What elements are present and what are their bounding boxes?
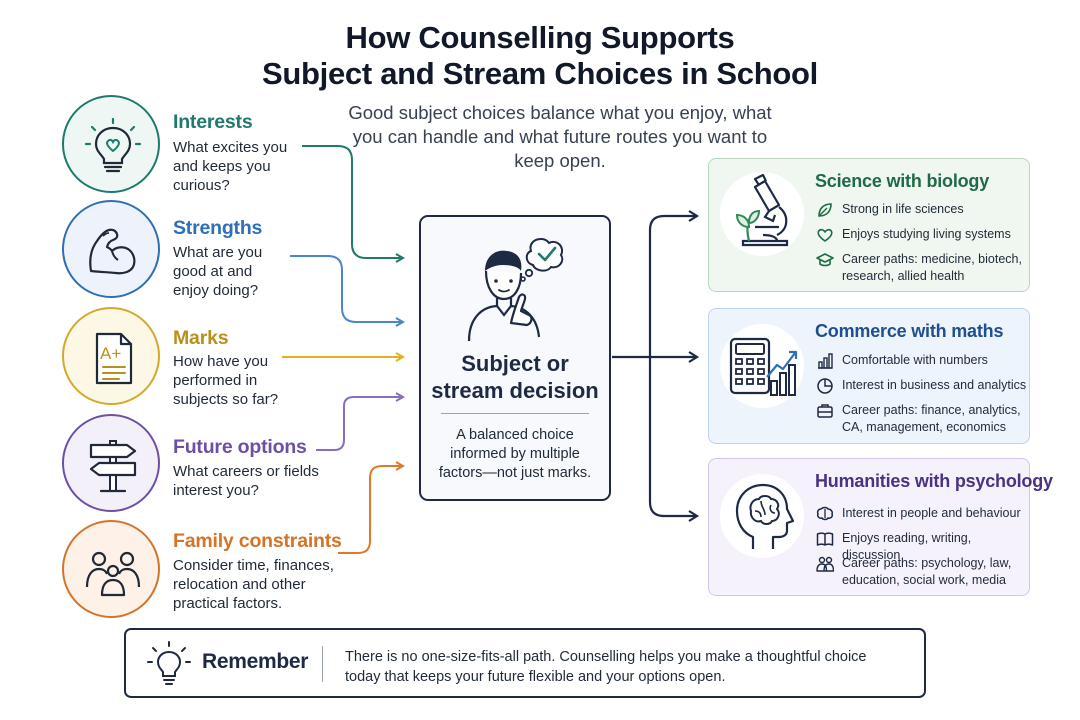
subtitle: Good subject choices balance what you en… — [348, 102, 772, 171]
arrow-family — [338, 466, 402, 554]
pie-chart-icon — [817, 378, 833, 394]
desc-line: informed by multiple — [450, 446, 580, 462]
desc-line: practical factors. — [173, 595, 283, 612]
lightbulb-heart-icon — [84, 117, 142, 173]
desc-line: relocation and other — [173, 576, 306, 593]
calculator-chart-icon — [720, 324, 804, 408]
people-icon — [816, 556, 834, 572]
stream-card-humanities: Humanities with psychology Interest in p… — [708, 458, 1053, 596]
brain-icon — [816, 506, 833, 521]
bullet-line: Career paths: psychology, law, — [842, 556, 1012, 570]
divider — [322, 646, 323, 682]
bullet-line: research, allied health — [842, 269, 965, 283]
head-brain-icon — [720, 474, 804, 558]
flexed-arm-icon — [89, 228, 136, 275]
desc-line: What are you — [173, 244, 263, 261]
microscope-icon — [720, 172, 804, 256]
desc-line: good at and — [173, 263, 253, 280]
factor-desc-strengths: What are you good at and enjoy doing? — [173, 243, 262, 300]
desc-line: and keeps you — [173, 158, 271, 175]
factor-desc-interests: What excites you and keeps you curious? — [173, 138, 287, 195]
marks-circle: A+ — [62, 307, 160, 405]
desc-line: curious? — [173, 177, 230, 194]
desc-line: factors—not just marks. — [438, 465, 592, 481]
interests-circle — [62, 95, 160, 193]
desc-line: What excites you — [173, 139, 288, 156]
factor-title-future-options: Future options — [173, 436, 307, 458]
factor-title-strengths: Strengths — [173, 217, 263, 239]
arrow-science — [648, 210, 700, 357]
desc-line: How have you — [173, 353, 269, 370]
decision-title: Subject or stream decision — [421, 350, 609, 404]
page-title: How Counselling Supports Subject and Str… — [0, 20, 1080, 92]
stream-card-commerce: Commerce with maths Comfortable with num… — [708, 308, 1030, 444]
family-icon — [85, 551, 141, 597]
arrow-future — [316, 397, 402, 451]
stream-title-science: Science with biology — [815, 171, 990, 191]
humanities-bullet-3: Career paths: psychology, law, education… — [842, 555, 1011, 589]
commerce-bullet-2: Interest in business and analytics — [842, 378, 1027, 392]
graded-paper-icon: A+ — [95, 332, 133, 385]
factor-title-marks: Marks — [173, 327, 229, 349]
remember-text: There is no one-size-fits-all path. Coun… — [345, 649, 867, 685]
science-bullet-2: Enjoys studying living systems — [842, 227, 1011, 241]
future-circle — [62, 414, 160, 512]
desc-line: interest you? — [173, 482, 259, 499]
family-circle — [62, 520, 160, 618]
desc-line: subjects so far? — [173, 391, 279, 408]
stream-card-science: Science with biology Strong in life scie… — [708, 158, 1030, 292]
decision-title-line: stream decision — [431, 378, 599, 403]
lightbulb-icon — [147, 641, 191, 685]
remember-label: Remember — [202, 650, 309, 673]
commerce-bullet-1: Comfortable with numbers — [842, 353, 988, 367]
desc-line: A balanced choice — [456, 427, 574, 443]
factor-desc-family-constraints: Consider time, finances, relocation and … — [173, 556, 334, 613]
humanities-bullet-1: Interest in people and behaviour — [842, 506, 1021, 520]
arrow-humanities — [648, 357, 700, 522]
title-line-2: Subject and Stream Choices in School — [262, 56, 818, 91]
desc-line: performed in — [173, 372, 258, 389]
desc-line: Consider time, finances, — [173, 557, 334, 574]
desc-line: What careers or fields — [173, 463, 319, 480]
briefcase-icon — [817, 404, 833, 418]
bullet-line: education, social work, media — [842, 573, 1006, 587]
decision-title-line: Subject or — [461, 351, 569, 376]
factor-title-family-constraints: Family constraints — [173, 530, 342, 552]
decision-description: A balanced choice informed by multiple f… — [421, 426, 609, 483]
strengths-circle — [62, 200, 160, 298]
desc-line: enjoy doing? — [173, 282, 259, 299]
bullet-line: Career paths: finance, analytics, — [842, 403, 1021, 417]
science-bullet-1: Strong in life sciences — [842, 202, 964, 216]
stream-title-humanities: Humanities with psychology — [815, 471, 1053, 491]
bullet-line: Career paths: medicine, biotech, — [842, 252, 1022, 266]
graduation-cap-icon — [816, 253, 834, 267]
science-bullet-3: Career paths: medicine, biotech, researc… — [842, 251, 1022, 285]
thinking-person-icon — [467, 237, 564, 342]
grade-label: A+ — [100, 344, 121, 363]
factor-desc-future-options: What careers or fields interest you? — [173, 462, 319, 500]
remember-banner: Remember There is no one-size-fits-all p… — [124, 628, 926, 698]
leaf-icon — [818, 203, 832, 217]
decision-box: Subject or stream decision A balanced ch… — [419, 215, 611, 501]
bar-chart-icon — [818, 353, 833, 369]
humanities-bullet-2: Enjoys reading, writing, discussion — [842, 531, 972, 562]
arrow-strengths — [290, 255, 402, 322]
title-line-1: How Counselling Supports — [345, 20, 735, 55]
arrow-interests — [302, 145, 402, 258]
factor-desc-marks: How have you performed in subjects so fa… — [173, 352, 278, 409]
divider — [441, 413, 589, 414]
book-icon — [816, 532, 834, 546]
signpost-icon — [89, 440, 137, 493]
bullet-line: CA, management, economics — [842, 420, 1006, 434]
factor-title-interests: Interests — [173, 111, 253, 133]
commerce-bullet-3: Career paths: finance, analytics, CA, ma… — [842, 402, 1021, 436]
stream-title-commerce: Commerce with maths — [815, 321, 1004, 341]
heart-icon — [817, 228, 833, 242]
